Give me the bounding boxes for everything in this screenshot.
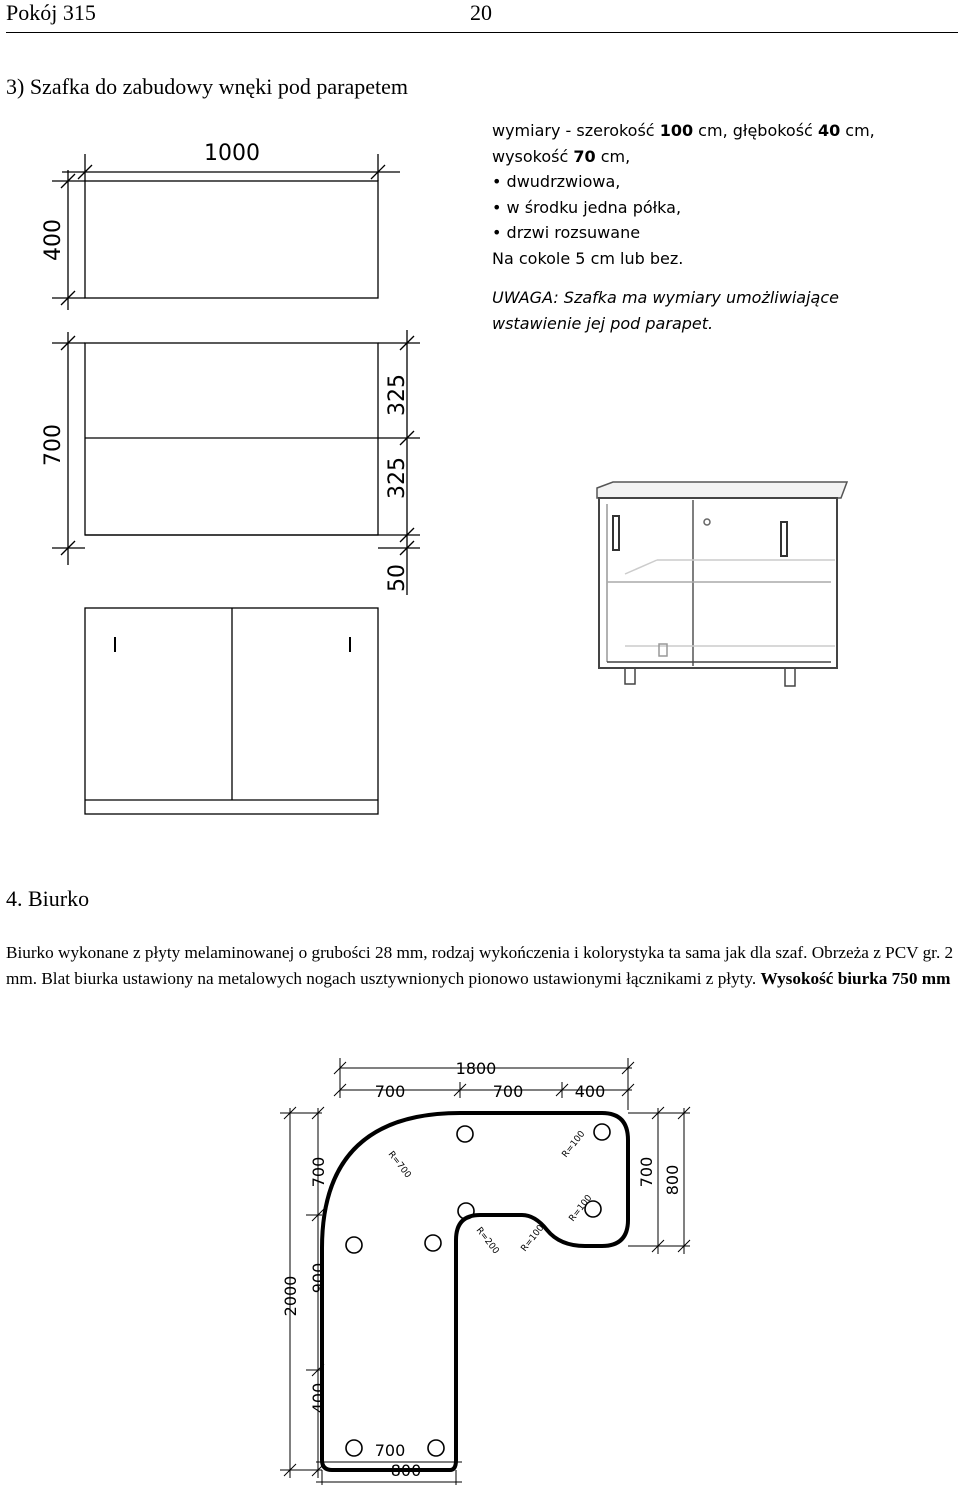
section-4-heading: 4. Biurko bbox=[6, 886, 90, 911]
dim-top-depth: 400 bbox=[41, 219, 66, 261]
spec-bullet-text: drzwi rozsuwane bbox=[506, 223, 641, 242]
dim-lower-section: 325 bbox=[385, 457, 410, 499]
leg-hole bbox=[457, 1202, 475, 1220]
spec-bullet: • dwudrzwiowa, bbox=[492, 172, 621, 191]
spec-text: wysokość bbox=[492, 146, 574, 166]
dim-left-total: 2000 bbox=[281, 1276, 300, 1317]
spec-bullet-text: dwudrzwiowa, bbox=[506, 172, 621, 191]
spec-bullet-text: w środku jedna półka, bbox=[506, 197, 682, 217]
spec-bullet: • drzwi rozsuwane bbox=[492, 223, 641, 242]
header-title: Pokój 315 bbox=[6, 0, 96, 25]
dim-seg3: 400 bbox=[575, 1082, 606, 1101]
spec-warning-line: wstawienie jej pod parapet. bbox=[492, 313, 714, 333]
spec-text: cm, głębokość bbox=[693, 121, 818, 140]
spec-height-value: 70 bbox=[573, 146, 596, 166]
dim-bottom-outer: 800 bbox=[391, 1461, 422, 1480]
dim-total-width: 1800 bbox=[456, 1059, 497, 1078]
radius-label-100: R=100 bbox=[567, 1193, 594, 1224]
cabinet-spec: wymiary - szerokość 100 cm, głębokość 40… bbox=[492, 118, 952, 336]
spec-text: wymiary - szerokość bbox=[492, 121, 660, 140]
radius-label-100: R=100 bbox=[519, 1223, 546, 1254]
dim-upper-section: 325 bbox=[385, 374, 410, 416]
spec-dimensions-line: wymiary - szerokość 100 cm, głębokość 40… bbox=[492, 118, 952, 144]
cabinet-perspective-illustration bbox=[596, 481, 849, 687]
leg-hole bbox=[345, 1236, 363, 1254]
spec-text: cm, bbox=[595, 146, 631, 166]
dim-top-width: 1000 bbox=[204, 141, 260, 166]
spec-warning: UWAGA: Szafka ma wymiary umożliwiające w… bbox=[492, 285, 952, 336]
radius-label-700: R=700 bbox=[386, 1150, 413, 1181]
desk-technical-drawing: 1800 700 700 400 700 800 2000 700 900 40… bbox=[280, 1058, 691, 1485]
leg-hole bbox=[424, 1234, 442, 1252]
desk-height-bold: Wysokość biurka 750 mm bbox=[760, 969, 951, 988]
cabinet-front-view bbox=[84, 342, 379, 536]
leg-hole bbox=[593, 1123, 611, 1141]
spec-bullet: • w środku jedna półka, bbox=[492, 197, 682, 217]
dim-left-top: 700 bbox=[309, 1157, 328, 1188]
spec-base-note: Na cokole 5 cm lub bez. bbox=[492, 248, 684, 268]
leg-hole bbox=[456, 1125, 474, 1143]
dim-right-outer: 800 bbox=[663, 1165, 682, 1196]
leg-hole bbox=[345, 1439, 363, 1457]
leg-hole bbox=[584, 1200, 602, 1218]
dim-seg1: 700 bbox=[375, 1082, 406, 1101]
section-3-heading: 3) Szafka do zabudowy wnęki pod parapete… bbox=[6, 74, 408, 99]
spec-warning-line: UWAGA: Szafka ma wymiary umożliwiające bbox=[492, 288, 839, 307]
dim-right-inner: 700 bbox=[637, 1157, 656, 1188]
dim-seg2: 700 bbox=[493, 1082, 524, 1101]
dim-front-height: 700 bbox=[41, 424, 66, 466]
dim-plinth: 50 bbox=[385, 564, 410, 592]
desk-description: Biurko wykonane z płyty melaminowanej o … bbox=[6, 940, 956, 992]
dim-bottom-inner: 700 bbox=[375, 1441, 406, 1460]
cabinet-technical-drawing: 1000 400 700 325 325 50 bbox=[41, 141, 420, 815]
desk-description-text: Biurko wykonane z płyty melaminowanej o … bbox=[6, 943, 954, 988]
header-divider bbox=[6, 32, 958, 33]
spec-height-line: wysokość 70 cm, bbox=[492, 144, 952, 170]
desk-outline bbox=[320, 1111, 630, 1472]
radius-label-100: R=100 bbox=[560, 1129, 587, 1160]
dim-left-bottom: 400 bbox=[309, 1383, 328, 1414]
spec-depth-value: 40 bbox=[817, 121, 841, 140]
cabinet-top-view bbox=[84, 180, 379, 299]
page-number: 20 bbox=[470, 0, 492, 25]
dim-left-mid: 900 bbox=[309, 1263, 328, 1294]
spec-text: cm, bbox=[840, 121, 875, 140]
radius-label-200: R=200 bbox=[474, 1226, 501, 1257]
spec-width-value: 100 bbox=[659, 121, 694, 140]
leg-hole bbox=[427, 1439, 445, 1457]
